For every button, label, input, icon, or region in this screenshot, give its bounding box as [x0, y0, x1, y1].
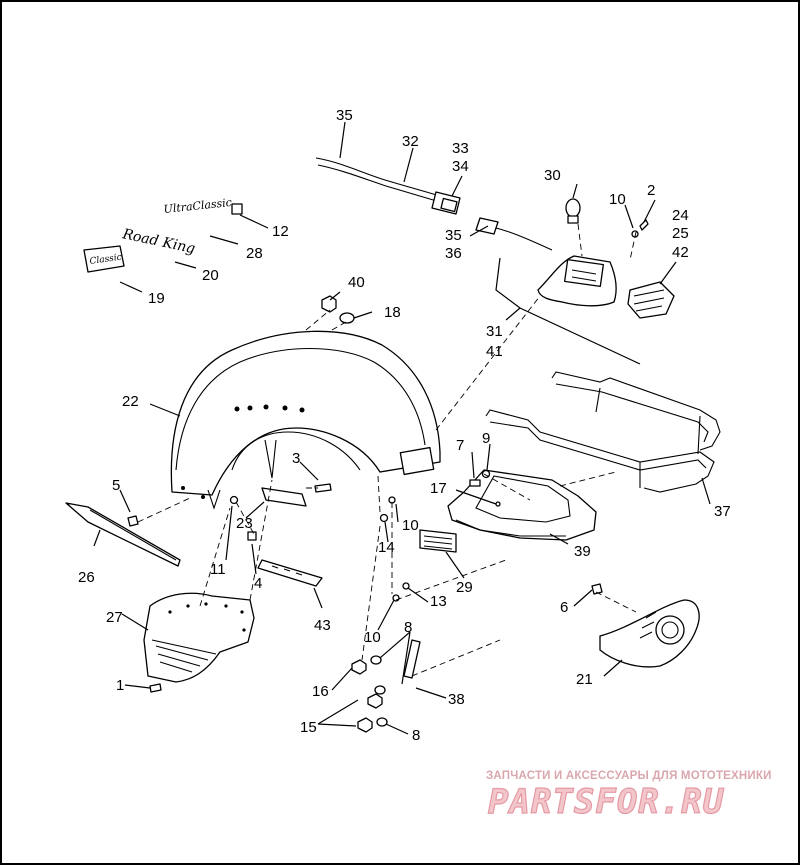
callout-11: 11 — [210, 561, 226, 578]
callout-39: 39 — [574, 543, 591, 560]
callout-18: 18 — [384, 304, 401, 321]
callout-15: 15 — [300, 719, 317, 736]
bulb — [565, 198, 581, 224]
watermark-caption: ЗАПЧАСТИ И АКСЕССУАРЫ ДЛЯ МОТОТЕХНИКИ — [486, 770, 772, 782]
callout-35-mid: 35 — [445, 227, 462, 244]
assembly-lines — [137, 223, 637, 677]
callout-43: 43 — [314, 617, 331, 634]
bracket — [261, 487, 307, 507]
tail-lamp-base — [537, 255, 617, 307]
rear-guard — [599, 599, 700, 668]
callout-37: 37 — [714, 503, 731, 520]
callout-labels: 35 32 33 34 30 10 2 24 25 42 35 36 12 28… — [78, 107, 731, 744]
callout-26: 26 — [78, 569, 95, 586]
callout-4: 4 — [254, 575, 262, 592]
fender-strip — [65, 502, 181, 567]
leader-lines — [93, 121, 711, 735]
callout-2: 2 — [647, 182, 655, 199]
callout-35-top: 35 — [336, 107, 353, 124]
callout-34: 34 — [452, 158, 469, 175]
callout-33: 33 — [452, 140, 469, 157]
callout-29: 29 — [456, 579, 473, 596]
callout-24: 24 — [672, 207, 689, 224]
callout-38: 38 — [448, 691, 465, 708]
luggage-rack — [485, 371, 721, 493]
callout-36: 36 — [445, 245, 462, 262]
callout-21: 21 — [576, 671, 593, 688]
rear-fender — [170, 330, 441, 510]
wiring-harness — [315, 157, 553, 251]
callout-17: 17 — [430, 480, 447, 497]
callout-14: 14 — [378, 539, 395, 556]
splash-guard — [143, 592, 255, 683]
callout-19: 19 — [148, 290, 165, 307]
callout-8-top: 8 — [404, 619, 412, 636]
svg-text:Classic: Classic — [89, 253, 122, 267]
callout-41: 41 — [486, 343, 503, 360]
watermark-logo: PARTSFOR.RU — [487, 781, 725, 822]
callout-3: 3 — [292, 450, 300, 467]
tail-lens — [627, 281, 675, 319]
callout-40: 40 — [348, 274, 365, 291]
svg-text:Road King: Road King — [120, 226, 196, 257]
label-strip — [257, 559, 323, 587]
mounting-plate — [447, 469, 597, 541]
callout-8-low: 8 — [412, 727, 420, 744]
callout-9: 9 — [482, 430, 490, 447]
callout-5: 5 — [112, 477, 120, 494]
callout-10-top: 10 — [609, 191, 626, 208]
callout-1: 1 — [116, 677, 124, 694]
callout-25: 25 — [672, 225, 689, 242]
emblem-ultra-classic: UltraClassic — [163, 196, 243, 216]
callout-6: 6 — [560, 599, 568, 616]
callout-10-mid: 10 — [402, 517, 419, 534]
emblem-classic: Classic — [83, 245, 125, 273]
callout-28: 28 — [246, 245, 263, 262]
emblem-road-king: Road King — [120, 226, 196, 257]
callout-20: 20 — [202, 267, 219, 284]
callout-13: 13 — [430, 593, 447, 610]
callout-42: 42 — [672, 244, 689, 261]
callout-16: 16 — [312, 683, 329, 700]
callout-10-low: 10 — [364, 629, 381, 646]
callout-32: 32 — [402, 133, 419, 150]
callout-30: 30 — [544, 167, 561, 184]
callout-23: 23 — [236, 515, 253, 532]
reflector — [419, 529, 457, 553]
svg-text:UltraClassic: UltraClassic — [163, 196, 232, 216]
callout-22: 22 — [122, 393, 139, 410]
callout-7: 7 — [456, 437, 464, 454]
callout-31: 31 — [486, 323, 503, 340]
callout-27: 27 — [106, 609, 123, 626]
callout-12: 12 — [272, 223, 289, 240]
